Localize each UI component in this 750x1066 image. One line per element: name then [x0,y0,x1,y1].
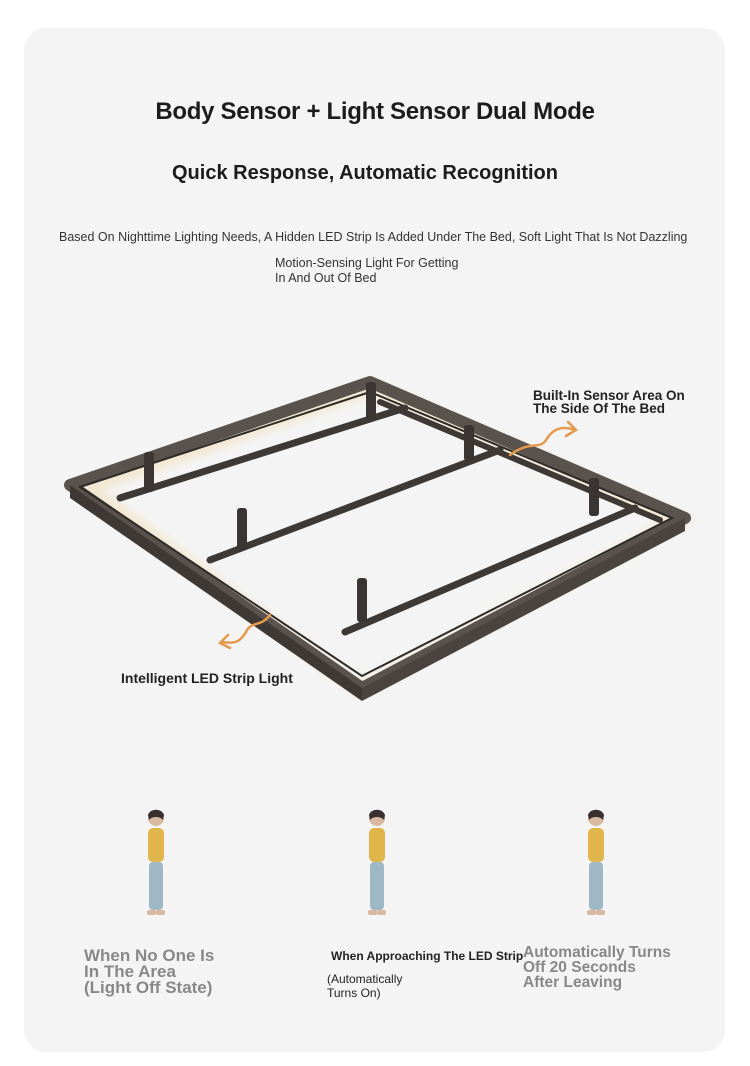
state-leaving-line-1: Automatically Turns [523,944,671,961]
led-strip-callout: Intelligent LED Strip Light [121,670,293,686]
led-arrow [217,613,272,650]
bed-frame-illustration [64,376,697,701]
sensor-callout-line-1: Built-In Sensor Area On [533,388,685,403]
page-title: Body Sensor + Light Sensor Dual Mode [155,98,595,125]
support-legs [144,382,599,622]
state-caption-approaching: When Approaching The LED Strip [331,949,524,963]
person-figure-leaving [587,809,605,915]
person-figure-idle [147,809,165,915]
person-figure-approaching [368,809,386,915]
motion-callout-line-1: Motion-Sensing Light For Getting [275,256,459,270]
led-glow [73,380,697,699]
rails [116,399,663,636]
state-caption-approaching-note: (Automatically Turns On) [327,972,447,1000]
sensor-arrow [508,420,579,457]
motion-callout-line-2: In And Out Of Bed [275,271,377,285]
state-idle-line-1: When No One Is [84,946,215,965]
state-idle-line-2: In The Area [84,962,176,981]
state-leaving-line-2: Off 20 Seconds [523,959,636,976]
state-caption-idle: When No One Is In The Area (Light Off St… [84,946,254,997]
sensor-callout-line-2: The Side Of The Bed [533,401,666,416]
state-approach-line-3: Turns On) [327,986,381,1000]
page-subtitle: Quick Response, Automatic Recognition [172,162,558,184]
motion-sensing-callout: Motion-Sensing Light For Getting In And … [275,256,495,286]
state-approach-line-2: (Automatically [327,972,403,986]
state-idle-line-3: (Light Off State) [84,978,213,997]
state-caption-leaving: Automatically Turns Off 20 Seconds After… [523,944,693,991]
state-leaving-line-3: After Leaving [523,974,623,991]
sensor-area-callout: Built-In Sensor Area On The Side Of The … [533,388,713,416]
description-text: Based On Nighttime Lighting Needs, A Hid… [59,230,688,244]
outer-frame [64,376,691,701]
